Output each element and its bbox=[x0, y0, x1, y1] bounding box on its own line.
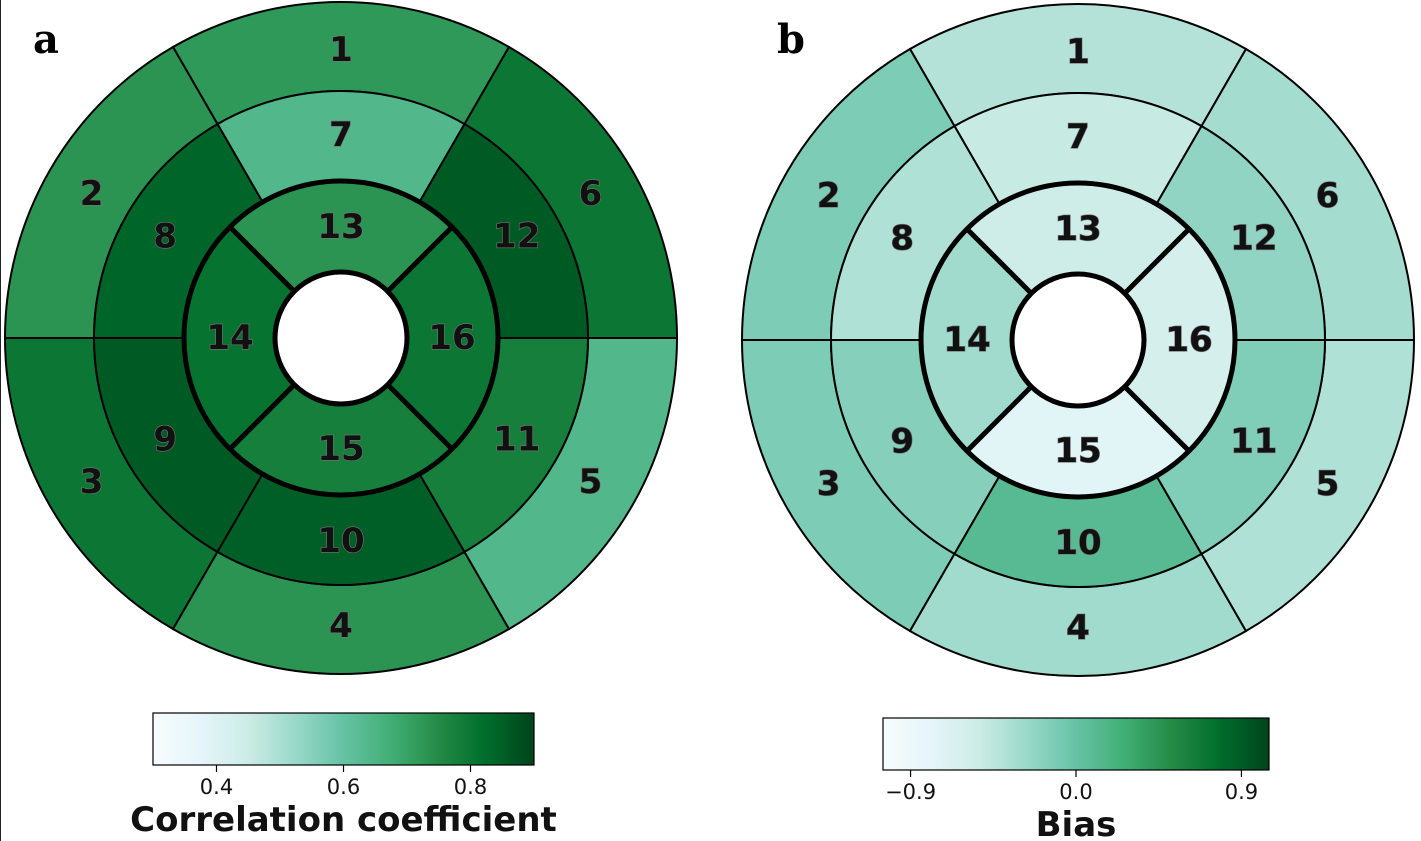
segment-label-3: 3 bbox=[80, 462, 104, 502]
apical-divider bbox=[965, 384, 1034, 453]
segment-label-5: 5 bbox=[579, 462, 603, 502]
segment-label-16: 16 bbox=[1165, 320, 1212, 360]
segment-label-5: 5 bbox=[1316, 464, 1340, 504]
segment-label-4: 4 bbox=[329, 606, 353, 646]
colorbar-gradient bbox=[152, 712, 535, 766]
segment-label-9: 9 bbox=[890, 422, 914, 462]
segment-label-2: 2 bbox=[80, 174, 104, 214]
apical-divider bbox=[965, 227, 1034, 296]
segment-label-7: 7 bbox=[329, 115, 353, 155]
colorbar-title: Correlation coefficient bbox=[130, 800, 557, 840]
segment-label-12: 12 bbox=[493, 217, 540, 257]
segment-label-15: 15 bbox=[317, 429, 364, 469]
colorbar-tick-label: 0.9 bbox=[1225, 780, 1258, 804]
segment-label-2: 2 bbox=[817, 176, 841, 216]
panel-label-a: a bbox=[33, 16, 59, 63]
apical-outer-ring bbox=[181, 178, 501, 498]
segment-label-15: 15 bbox=[1054, 431, 1101, 471]
segment-label-8: 8 bbox=[890, 219, 914, 259]
apical-divider bbox=[1122, 384, 1191, 453]
colorbar-gradient bbox=[882, 717, 1270, 771]
segment-label-16: 16 bbox=[428, 318, 475, 358]
segment-label-11: 11 bbox=[493, 420, 540, 460]
segment-label-9: 9 bbox=[153, 420, 177, 460]
segment-label-13: 13 bbox=[1054, 209, 1101, 249]
segment-label-10: 10 bbox=[1054, 523, 1101, 563]
segment-label-6: 6 bbox=[1316, 176, 1340, 216]
apex-hole bbox=[1009, 271, 1147, 409]
apical-divider bbox=[1122, 227, 1191, 296]
segment-label-14: 14 bbox=[206, 318, 253, 358]
segment-label-10: 10 bbox=[317, 521, 364, 561]
segment-label-14: 14 bbox=[943, 320, 990, 360]
apical-divider bbox=[228, 382, 297, 451]
segment-label-6: 6 bbox=[579, 174, 603, 214]
segment-label-8: 8 bbox=[153, 217, 177, 257]
apex-hole bbox=[272, 269, 410, 407]
apical-outer-ring bbox=[918, 180, 1238, 500]
segment-label-1: 1 bbox=[329, 30, 353, 70]
colorbar-title: Bias bbox=[1036, 805, 1117, 841]
colorbar-tick-label: −0.9 bbox=[885, 780, 936, 804]
apical-divider bbox=[385, 382, 454, 451]
segment-label-13: 13 bbox=[317, 207, 364, 247]
segment-label-11: 11 bbox=[1230, 422, 1277, 462]
panel-label-b: b bbox=[777, 16, 805, 63]
segment-label-1: 1 bbox=[1066, 32, 1090, 72]
segment-label-7: 7 bbox=[1066, 117, 1090, 157]
segment-label-12: 12 bbox=[1230, 219, 1277, 259]
apical-divider bbox=[228, 225, 297, 294]
colorbar-tick-label: 0.6 bbox=[327, 775, 360, 799]
segment-label-4: 4 bbox=[1066, 608, 1090, 648]
apical-divider bbox=[385, 225, 454, 294]
colorbar-tick-label: 0.4 bbox=[200, 775, 233, 799]
colorbar-tick-label: 0.8 bbox=[454, 775, 487, 799]
colorbar-tick-label: 0.0 bbox=[1059, 780, 1092, 804]
segment-label-3: 3 bbox=[817, 464, 841, 504]
